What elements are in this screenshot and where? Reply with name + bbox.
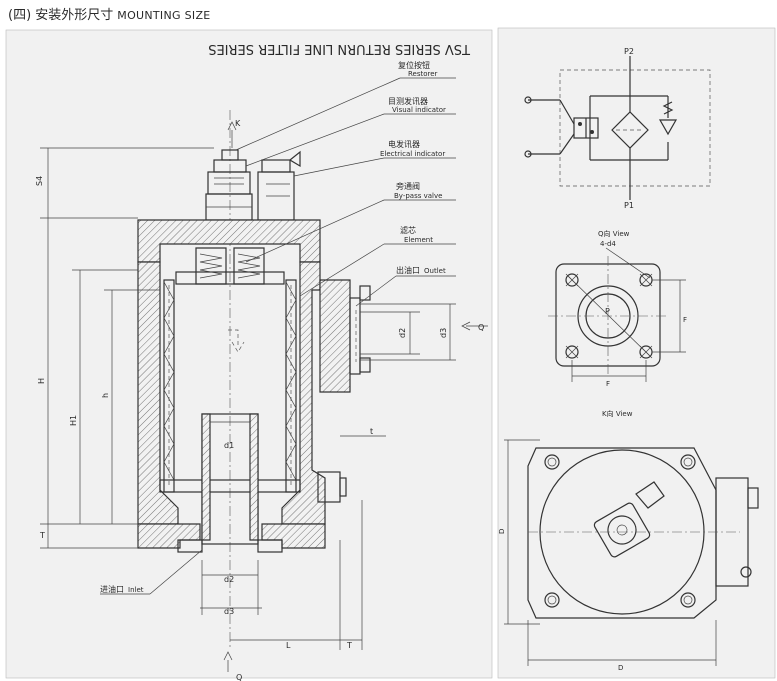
q-view-p-label: P — [605, 307, 610, 316]
dim-t-small-label: t — [370, 427, 373, 436]
title-en: MOUNTING SIZE — [117, 9, 211, 22]
dim-d1-label: d1 — [224, 441, 234, 450]
schematic-p1-label: P1 — [624, 201, 634, 210]
dim-s4-label: S4 — [35, 176, 44, 186]
dim-t-label: T — [39, 531, 45, 540]
callout-inlet-en: Inlet — [128, 586, 144, 594]
callout-outlet-zh: 出油口 — [396, 265, 420, 275]
dim-h-lower-label: h — [101, 393, 110, 398]
callout-outlet-en: Outlet — [424, 267, 446, 275]
watermark: TSV SERIES RETURN LINE FILTER SERIES — [208, 41, 471, 56]
callout-element-en: Element — [404, 236, 433, 244]
q-view-f-right-label: F — [683, 316, 687, 324]
dim-k-label: K — [235, 119, 241, 128]
q-view-holes-label: 4-d4 — [600, 240, 616, 248]
callout-visual-zh: 目测发讯器 — [388, 96, 428, 106]
q-view: Q向 View 4-d4 P F F — [548, 229, 687, 388]
callout-restorer-zh: 复位按钮 — [398, 60, 430, 70]
dim-d2-right-label: d2 — [398, 328, 407, 338]
k-view-d-side-label: D — [498, 529, 506, 534]
k-view-title: K向 View — [602, 409, 633, 418]
dim-d3-label: d3 — [224, 607, 234, 616]
callout-element-zh: 滤芯 — [400, 225, 416, 235]
callout-restorer-en: Restorer — [408, 70, 438, 78]
k-view: K向 View D D — [498, 409, 759, 672]
callout-electrical-zh: 电发讯器 — [388, 139, 420, 149]
dim-q-right-label: Q — [478, 323, 484, 332]
dim-q-bottom-label: Q — [236, 673, 242, 681]
k-view-d-bottom-label: D — [618, 664, 623, 672]
right-panel — [497, 27, 776, 679]
dim-l-label: L — [286, 641, 291, 650]
title-zh: (四) 安装外形尺寸 — [8, 8, 114, 23]
outlet-flange — [319, 279, 351, 393]
q-view-f-bottom-label: F — [606, 380, 610, 388]
callout-bypass-en: By-pass valve — [394, 192, 442, 200]
filter-section-view: K S4 H H1 h T d1 d2 d3 L T Q d2 d3 Q t — [35, 60, 488, 681]
q-view-title: Q向 View — [598, 229, 630, 238]
dim-t-right-label: T — [346, 641, 352, 650]
callout-bypass-zh: 旁通阀 — [396, 181, 420, 191]
callout-inlet-zh: 进油口 — [100, 584, 124, 594]
dim-d2-label: d2 — [224, 575, 234, 584]
k-view-indicator — [593, 502, 651, 558]
dim-h-label: H — [37, 378, 46, 384]
dim-d3-right-label: d3 — [439, 328, 448, 338]
callout-electrical-en: Electrical indicator — [380, 150, 445, 158]
dim-h1-label: H1 — [69, 415, 78, 426]
hydraulic-schematic: P2 P1 — [524, 47, 711, 210]
schematic-p2-label: P2 — [624, 47, 634, 56]
callout-visual-en: Visual indicator — [392, 106, 446, 114]
k-view-body — [527, 447, 717, 619]
